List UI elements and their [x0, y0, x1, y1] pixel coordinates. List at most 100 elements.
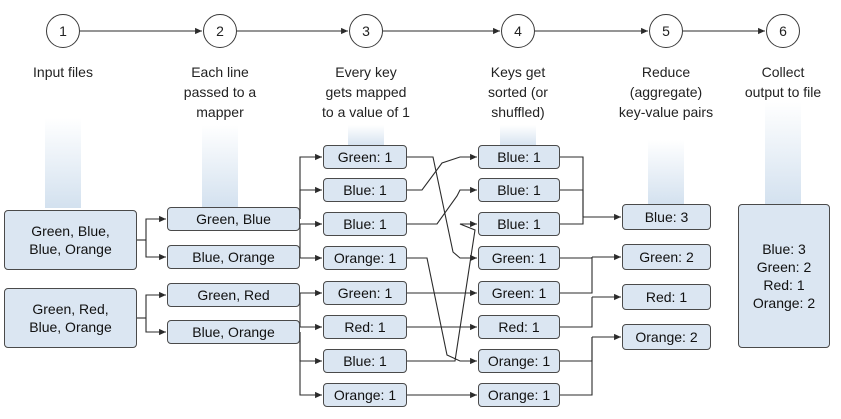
- sorted-pair-box: Green: 1: [478, 246, 560, 270]
- mapper-line-box: Green, Blue: [167, 207, 300, 231]
- fork-arrow: [299, 289, 322, 297]
- mapped-pair-box: Orange: 1: [323, 383, 407, 407]
- mapped-pair-box: Green: 1: [323, 145, 407, 169]
- node-label: Blue: 1: [343, 353, 387, 369]
- node-label: Orange: 2: [635, 329, 698, 345]
- step-circle-3: 3: [349, 14, 383, 48]
- merge-line: [560, 257, 593, 294]
- merge-line: [560, 257, 593, 259]
- step-circle-2: 2: [203, 14, 237, 48]
- node-line: Green, Blue,: [31, 223, 110, 239]
- reduced-pair-box: Red: 1: [622, 284, 711, 310]
- caption-line: Keys get: [490, 64, 546, 80]
- node-label: Blue: 1: [497, 216, 541, 232]
- merge-line: [560, 297, 593, 328]
- mapped-pair-box: Red: 1: [323, 315, 407, 339]
- fork-arrow: [145, 291, 166, 318]
- mapped-pair-box: Green: 1: [323, 281, 407, 305]
- fork-arrow: [299, 254, 322, 262]
- node-label: Red: 1: [344, 319, 386, 335]
- node-label: Green: 1: [337, 285, 393, 301]
- node-label: Green, Red: [197, 287, 270, 303]
- step-glow-1: [45, 118, 81, 208]
- node-label: Orange: 1: [333, 250, 397, 266]
- sorted-pair-box: Blue: 1: [478, 212, 560, 236]
- node-line: Orange: 2: [752, 295, 816, 311]
- sorted-pair-box: Orange: 1: [478, 383, 560, 407]
- step-number: 1: [59, 23, 67, 39]
- node-label: Green: 1: [491, 250, 547, 266]
- reduced-pair-box: Orange: 2: [622, 324, 711, 350]
- caption-line: to a value of 1: [322, 104, 410, 120]
- step-number: 2: [216, 23, 224, 39]
- node-label: Green: 1: [337, 149, 393, 165]
- input-file-box: Green, Red,Blue, Orange: [4, 288, 137, 348]
- node-line: Green: 2: [756, 259, 812, 275]
- caption-line: mapper: [196, 104, 244, 120]
- node-label: Blue: 3: [644, 209, 689, 225]
- caption-line: gets mapped: [325, 84, 407, 100]
- mapped-pair-box: Blue: 1: [323, 349, 407, 373]
- merge-line: [560, 337, 593, 362]
- fork-arrow: [299, 153, 322, 219]
- step-circle-6: 6: [766, 14, 800, 48]
- merge-line: [560, 189, 584, 217]
- output-file-box: Blue: 3 Green: 2 Red: 1 Orange: 2: [738, 204, 830, 348]
- node-label: Red: 1: [645, 289, 688, 305]
- node-label: Orange: 1: [487, 387, 551, 403]
- caption-line: key-value pairs: [618, 104, 714, 120]
- caption-line: Every key: [335, 64, 397, 80]
- step-circle-5: 5: [649, 14, 683, 48]
- caption-line: Input files: [33, 64, 93, 80]
- sorted-pair-box: Orange: 1: [478, 349, 560, 373]
- node-line: Blue, Orange: [29, 241, 112, 257]
- caption-line: sorted (or: [488, 84, 548, 100]
- mapped-pair-box: Orange: 1: [323, 246, 407, 270]
- node-label: Green: 1: [491, 285, 547, 301]
- input-file-box: Green, Blue, Blue, Orange: [4, 210, 137, 270]
- fork-arrow: [299, 220, 322, 257]
- fork-arrow: [145, 318, 166, 336]
- reduced-pair-box: Blue: 3: [622, 204, 711, 230]
- sorted-pair-box: Green: 1: [478, 281, 560, 305]
- node-label: Orange: 1: [487, 353, 551, 369]
- step-number: 6: [779, 23, 787, 39]
- mapper-line-box: Blue, Orange: [167, 245, 300, 269]
- fork-arrow: [145, 240, 166, 261]
- step-caption-5: Reduce(aggregate)key-value pairs: [601, 62, 731, 122]
- node-label: Blue: 1: [497, 182, 541, 198]
- shuffle-arrow: [407, 186, 477, 225]
- caption-line: output to file: [744, 84, 822, 100]
- sorted-pair-box: Blue: 1: [478, 178, 560, 202]
- node-label: Blue: 1: [343, 182, 387, 198]
- step-caption-6: Collect output to file: [718, 62, 841, 102]
- fork-arrow: [145, 215, 166, 240]
- merge-line: [560, 337, 593, 396]
- node-line: Red: 1: [763, 277, 805, 293]
- shuffle-arrow: [407, 156, 477, 262]
- step-circle-4: 4: [501, 14, 535, 48]
- caption-line: Reduce: [641, 64, 691, 80]
- caption-line: Collect: [761, 64, 805, 80]
- shuffle-arrow: [407, 220, 477, 362]
- fork-arrow: [299, 332, 322, 365]
- step-glow-6: [765, 102, 801, 205]
- merge-line: [560, 217, 584, 225]
- node-label: Green: 2: [639, 249, 694, 265]
- step-circle-1: 1: [46, 14, 80, 48]
- step-number: 5: [662, 23, 670, 39]
- step-glow-3: [348, 125, 384, 147]
- step-caption-3: Every key gets mapped to a value of 1: [301, 62, 431, 122]
- caption-line: Each line: [191, 64, 249, 80]
- sorted-pair-box: Red: 1: [478, 315, 560, 339]
- node-line: Blue: 3: [762, 241, 806, 257]
- step-number: 4: [514, 23, 522, 39]
- sorted-pair-box: Blue: 1: [478, 145, 560, 169]
- shuffle-arrow: [407, 153, 477, 191]
- mapper-line-box: Green, Red: [167, 283, 300, 307]
- fork-arrow: [299, 332, 322, 399]
- caption-line: shuffled): [491, 104, 545, 120]
